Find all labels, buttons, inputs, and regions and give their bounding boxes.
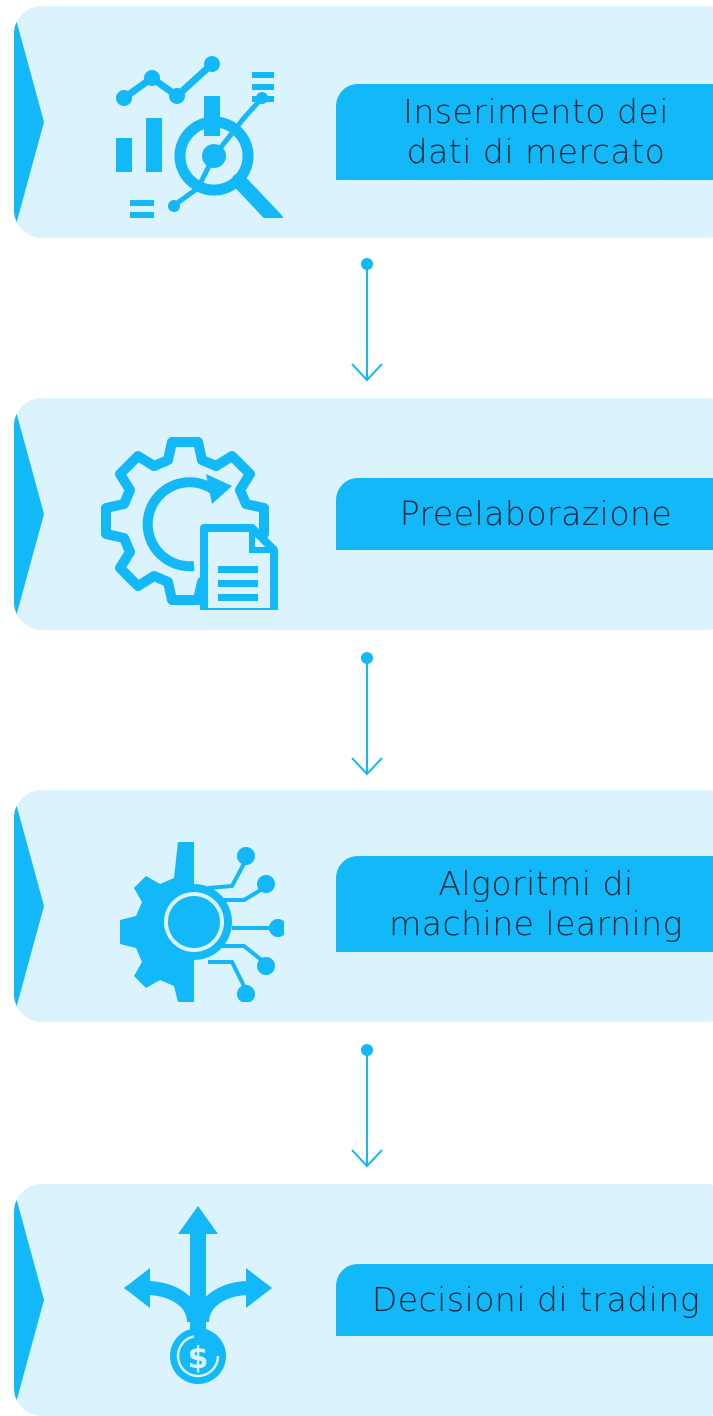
step-label-text: Algoritmi di machine learning bbox=[389, 864, 683, 943]
step-label-text: Inserimento dei dati di mercato bbox=[403, 92, 669, 171]
dollar-sign-glyph: $ bbox=[188, 1341, 209, 1376]
chevron-marker bbox=[14, 404, 44, 624]
chevron-marker bbox=[14, 12, 44, 232]
step-label: Algoritmi di machine learning bbox=[336, 856, 713, 952]
step-label: Preelaborazione bbox=[336, 478, 713, 550]
market-data-analysis-icon bbox=[116, 56, 284, 218]
gear-document-icon bbox=[101, 437, 278, 610]
gear-network-icon bbox=[120, 842, 284, 1002]
chevron-marker bbox=[14, 1190, 44, 1410]
step-label: Inserimento dei dati di mercato bbox=[336, 84, 713, 180]
flow-connector-arrow bbox=[351, 652, 383, 776]
step-card-preprocessing: Preelaborazione bbox=[14, 398, 713, 630]
step-label-text: Decisioni di trading bbox=[371, 1280, 701, 1319]
step-label: Decisioni di trading bbox=[336, 1264, 713, 1336]
flow-connector-arrow bbox=[351, 1044, 383, 1168]
step-label-text: Preelaborazione bbox=[399, 494, 673, 533]
step-card-market-data: Inserimento dei dati di mercato bbox=[14, 6, 713, 238]
flow-connector-arrow bbox=[351, 258, 383, 382]
split-arrows-dollar-icon: $ bbox=[124, 1206, 272, 1384]
chevron-marker bbox=[14, 796, 44, 1016]
step-card-machine-learning: Algoritmi di machine learning bbox=[14, 790, 713, 1022]
step-card-trading-decisions: $ Decisioni di trading bbox=[14, 1184, 713, 1416]
